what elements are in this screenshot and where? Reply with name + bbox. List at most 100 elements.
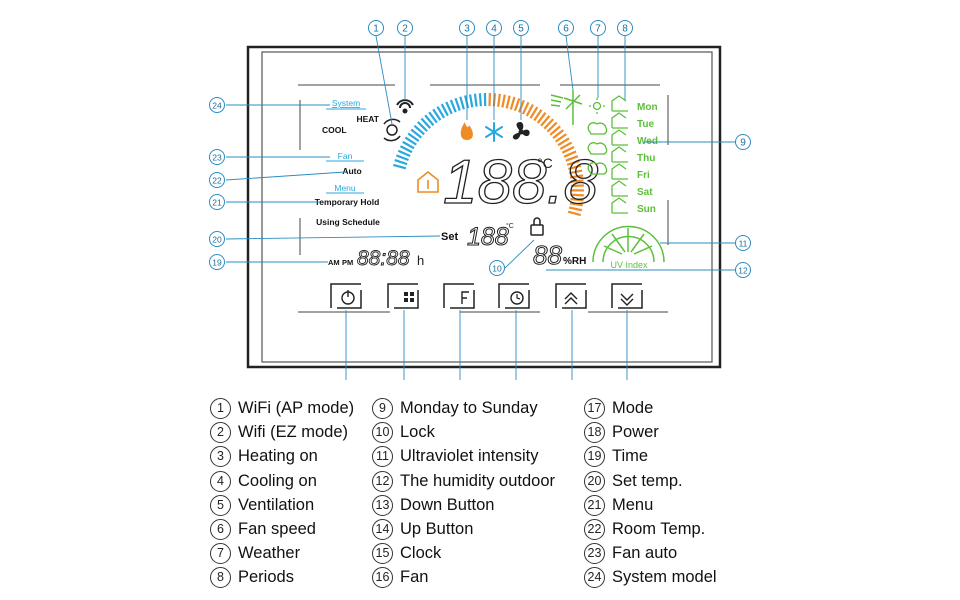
arc-gauge-tick	[395, 154, 409, 162]
up-chevron-icon	[564, 292, 578, 305]
callout-number: 6	[563, 24, 569, 35]
arc-gauge-tick	[473, 93, 478, 107]
arc-gauge-tick	[543, 118, 554, 130]
legend-text: WiFi (AP mode)	[238, 399, 355, 417]
callout-number: 23	[212, 153, 222, 163]
legend-number: 24	[584, 567, 605, 589]
callout-1: 1	[368, 20, 384, 36]
pm-label: PM	[342, 258, 353, 267]
arc-gauge-tick	[436, 106, 446, 119]
arc-gauge-tick	[399, 145, 413, 154]
legend-number: 6	[210, 519, 231, 540]
callout-number: 10	[492, 264, 502, 274]
fan-button[interactable]	[443, 283, 475, 309]
legend-text: Up Button	[400, 520, 474, 538]
mode-button[interactable]	[387, 283, 419, 309]
set-temperature-digits: 188	[467, 223, 509, 251]
callout-number: 5	[518, 24, 524, 35]
arc-gauge-tick	[565, 155, 579, 162]
set-label: Set	[441, 231, 458, 243]
callout-12: 12	[735, 262, 751, 278]
arc-gauge-tick	[555, 133, 567, 143]
cooling-snowflake-icon	[485, 122, 503, 142]
callout-19: 19	[209, 254, 225, 270]
up-button[interactable]	[555, 283, 587, 309]
arc-gauge-tick	[513, 98, 521, 112]
arc-gauge-tick	[540, 115, 551, 127]
arc-gauge-tick	[497, 93, 501, 107]
arc-gauge-tick	[393, 163, 407, 170]
room-temperature-unit: °C	[537, 155, 553, 171]
legend-item: 20 Set temp.	[584, 470, 683, 492]
arc-gauge-tick	[404, 136, 417, 146]
arc-gauge-tick	[525, 104, 534, 117]
legend-text: Set temp.	[612, 471, 683, 490]
arc-gauge-tick	[428, 111, 438, 124]
arc-gauge-tick	[549, 125, 561, 136]
callout-leader-lines	[225, 35, 735, 380]
lock-icon	[530, 217, 544, 236]
legend-number: 22	[584, 519, 605, 540]
set-temperature-unit: °C	[506, 222, 514, 230]
heating-flame-icon	[460, 122, 473, 140]
legend-number: 19	[584, 446, 605, 468]
callout-number: 12	[738, 266, 748, 276]
ventilation-fan-icon	[512, 122, 530, 140]
legend-text: Mode	[612, 399, 654, 417]
fan-auto-label: Auto	[342, 166, 361, 176]
legend-text: Monday to Sunday	[400, 399, 538, 417]
callout-number: 7	[595, 24, 601, 35]
callout-22: 22	[209, 172, 225, 188]
legend-item: 14 Up Button	[372, 519, 473, 540]
arc-gauge-tick	[402, 140, 415, 150]
arc-gauge-tick	[394, 159, 408, 166]
time-digits: 88:88	[357, 247, 410, 270]
period-house-icon	[611, 95, 628, 112]
fan-f-icon	[461, 291, 469, 304]
fan-speed-icon	[550, 90, 583, 125]
arc-gauge-tick	[407, 132, 420, 142]
legend-number: 8	[210, 567, 231, 589]
power-button[interactable]	[330, 283, 362, 309]
weekday-label: Thu	[637, 153, 655, 164]
arc-gauge-tick	[413, 124, 425, 136]
legend-text: Lock	[400, 423, 435, 442]
arc-gauge-tick	[561, 146, 575, 154]
down-button[interactable]	[611, 283, 643, 309]
temperature-arc-gauge	[393, 92, 585, 217]
clock-icon	[510, 291, 524, 305]
legend-text: Fan auto	[612, 544, 678, 563]
callout-number: 3	[464, 24, 470, 35]
legend-item: 22 Room Temp.	[584, 519, 705, 540]
callout-number: 20	[212, 235, 222, 245]
period-house-icon	[611, 197, 628, 214]
arc-gauge-tick	[420, 117, 432, 129]
clock-button[interactable]	[498, 283, 530, 309]
arc-gauge-tick	[517, 99, 525, 113]
weekday-label: Wed	[637, 136, 658, 147]
legend-text: Room Temp.	[612, 520, 706, 538]
legend-text: Power	[612, 423, 659, 442]
legend-number: 13	[372, 494, 393, 516]
period-house-icon	[611, 146, 628, 163]
arc-gauge-tick	[521, 101, 530, 115]
legend-text: Clock	[400, 544, 442, 563]
arc-gauge-tick	[557, 137, 570, 147]
arc-gauge-tick	[432, 108, 442, 121]
callout-21: 21	[209, 194, 225, 210]
weekday-label: Tue	[637, 119, 654, 130]
legend-number: 20	[584, 470, 605, 492]
legend-number: 14	[372, 519, 393, 540]
weekday-label: Fri	[637, 170, 650, 181]
period-house-icon	[611, 129, 628, 146]
